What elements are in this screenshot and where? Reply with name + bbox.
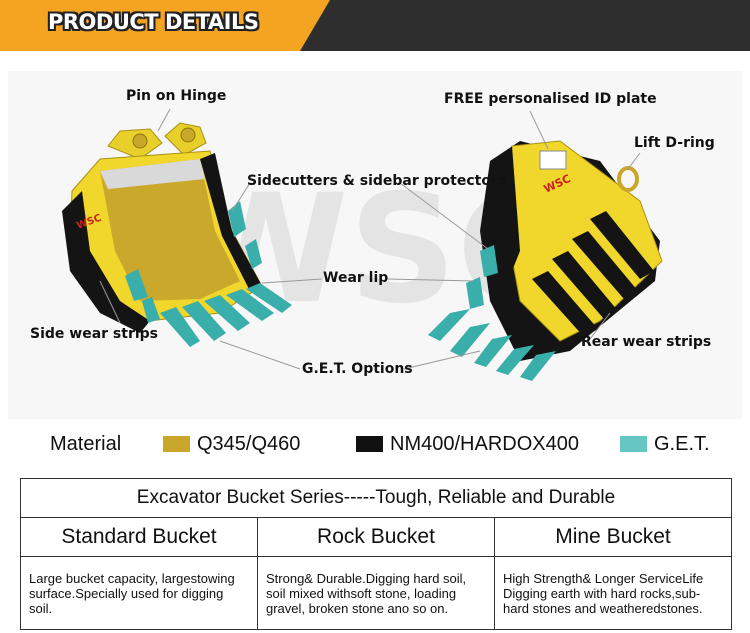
- tooth: [474, 335, 512, 367]
- legend-swatch-nm400: [356, 436, 383, 452]
- table-row: Large bucket capacity, largestowing surf…: [20, 556, 732, 630]
- rear-wear-strip: [532, 271, 598, 337]
- callout-side-wear-strips: Side wear strips: [30, 326, 159, 342]
- left-bucket: WSC: [62, 122, 292, 347]
- header-banner: PRODUCT DETAILS: [0, 0, 750, 51]
- wear-wrapper: [62, 191, 150, 333]
- id-plate: [539, 150, 567, 170]
- tooth: [226, 289, 274, 321]
- bucket-illustration: WSC WSC: [8, 71, 742, 419]
- legend-swatch-get: [620, 436, 647, 452]
- legend-label-get: G.E.T.: [654, 433, 710, 455]
- callout-id-plate: FREE personalised ID plate: [444, 91, 657, 107]
- callout-sidecutters: Sidecutters & sidebar protectors: [247, 173, 507, 189]
- tooth: [182, 301, 226, 341]
- callout-pin-on-hinge: Pin on Hinge: [126, 88, 227, 104]
- tooth: [520, 351, 556, 381]
- rear-wear-strip: [590, 211, 654, 279]
- sidecutter: [245, 239, 262, 269]
- tooth: [428, 309, 470, 341]
- table-title-row: Excavator Bucket Series-----Tough, Relia…: [20, 478, 732, 518]
- column-desc-mine: High Strength& Longer ServiceLife Diggin…: [494, 556, 732, 630]
- tooth: [246, 283, 292, 313]
- sidebar: [200, 153, 262, 291]
- column-name-mine: Mine Bucket: [494, 517, 732, 557]
- callout-wear-lip: Wear lip: [323, 270, 389, 286]
- rear-wear-strip: [552, 251, 618, 319]
- table-header-row: Standard Bucket Rock Bucket Mine Bucket: [20, 517, 732, 557]
- legend-swatch-q345: [163, 436, 190, 452]
- header-accent: [0, 0, 300, 51]
- column-name-standard: Standard Bucket: [20, 517, 258, 557]
- hinge-pin: [180, 127, 196, 143]
- column-desc-rock: Strong& Durable.Digging hard soil, soil …: [257, 556, 495, 630]
- tooth: [204, 295, 250, 331]
- callout-get-options: G.E.T. Options: [302, 361, 413, 377]
- callout-rear-wear-strips: Rear wear strips: [581, 334, 712, 350]
- bucket-interior: [100, 159, 240, 301]
- page-title: PRODUCT DETAILS: [48, 10, 259, 34]
- right-bucket: WSC: [428, 140, 663, 381]
- leader-lines: [99, 108, 641, 370]
- rear-wear-strip: [572, 231, 638, 299]
- header-accent-cut: [300, 0, 330, 51]
- side-wear-strip: [142, 297, 160, 323]
- tooth: [496, 345, 534, 375]
- callout-lift-d-ring: Lift D-ring: [634, 135, 715, 151]
- side-wear-strip: [125, 269, 148, 301]
- sidecutter: [480, 245, 498, 277]
- bucket-series-table: Excavator Bucket Series-----Tough, Relia…: [20, 478, 732, 630]
- hinge-pin: [132, 133, 148, 149]
- column-desc-standard: Large bucket capacity, largestowing surf…: [20, 556, 258, 630]
- legend-title: Material: [50, 433, 122, 455]
- legend-label-q345: Q345/Q460: [197, 433, 301, 455]
- lift-d-ring: [617, 166, 639, 192]
- tooth: [160, 307, 200, 347]
- tooth: [450, 323, 490, 357]
- table-title: Excavator Bucket Series-----Tough, Relia…: [20, 478, 732, 518]
- interior-top-plate: [100, 159, 205, 189]
- legend-label-nm400: NM400/HARDOX400: [390, 433, 579, 455]
- sidecutter: [466, 277, 484, 309]
- column-name-rock: Rock Bucket: [257, 517, 495, 557]
